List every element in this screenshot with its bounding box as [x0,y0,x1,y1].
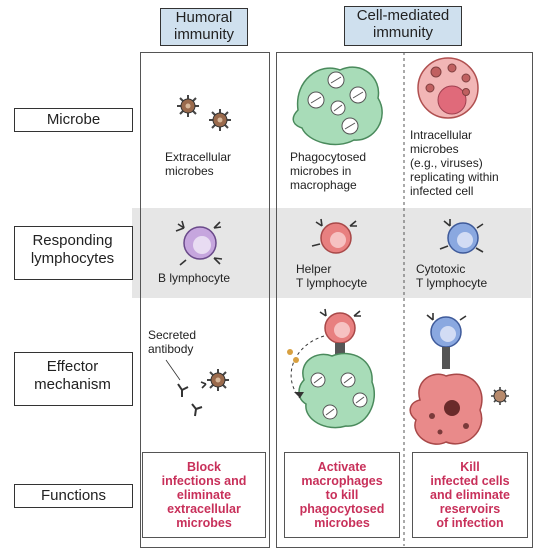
caption-b-lymphocyte: B lymphocyte [158,271,231,285]
caption-phagocytosed-microbes: Phagocytosed microbes in macrophage [290,150,367,192]
cytotoxic-t-lymphocyte-icon [439,219,484,254]
function-box-humoral: Block infections and eliminate extracell… [142,452,266,538]
b-lymphocyte-icon [175,220,223,266]
function-box-macrophage: Activate macrophages to kill phagocytose… [284,452,400,538]
extracellular-microbe-icon [177,95,231,131]
secreted-antibody-icon [165,359,229,417]
caption-cytotoxic-t-lymphocyte: Cytotoxic T lymphocyte [416,262,488,290]
cell-mediated-immunity-header: Cell-mediated immunity [344,6,462,46]
caption-helper-t-lymphocyte: Helper T lymphocyte [296,262,368,290]
helper-t-lymphocyte-icon [311,218,357,254]
caption-intracellular-microbes: Intracellular microbes (e.g., viruses) r… [410,128,499,198]
row-label-responding-lymphocytes: Responding lymphocytes [30,232,115,267]
cytotoxic-killing-icon [409,313,509,445]
humoral-panel [140,52,270,548]
row-label-microbe: Microbe [14,108,133,132]
row-connector [14,226,133,280]
macrophage-with-microbes-icon [292,66,383,146]
row-label-functions: Functions [14,484,133,508]
row-label-effector-mechanism: Effector mechanism [34,358,111,393]
function-box-cytotoxic: Kill infected cells and eliminate reserv… [412,452,528,538]
caption-extracellular-microbes: Extracellular microbes [165,150,232,178]
infected-cell-icon [417,57,479,119]
row-connector [14,352,133,406]
humoral-immunity-header: Humoral immunity [160,8,248,46]
caption-secreted-antibody: Secreted antibody [148,328,197,356]
macrophage-activation-icon [287,308,375,429]
